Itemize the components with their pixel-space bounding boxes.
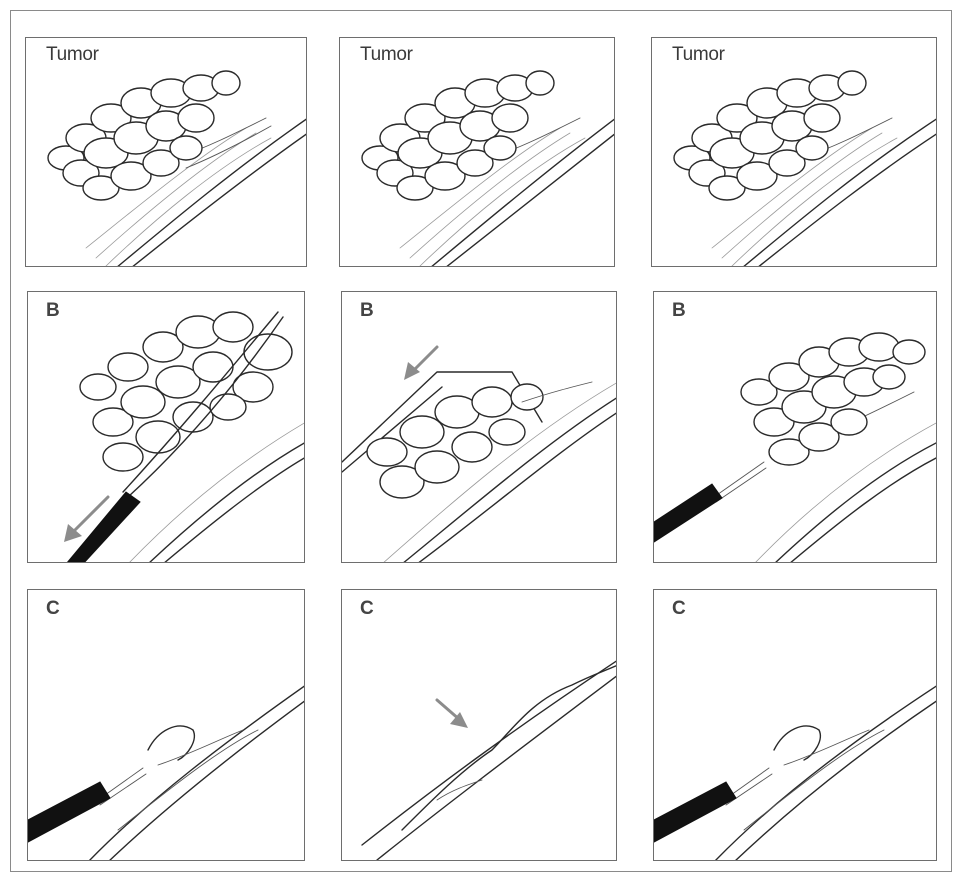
- panel-row2-col3: B: [653, 291, 937, 563]
- panel-label: C: [672, 598, 685, 620]
- figure-frame: Tumor: [10, 10, 952, 872]
- panel-row1-col3: Tumor: [651, 37, 937, 267]
- panel-label: B: [672, 300, 685, 322]
- panel-label: Tumor: [360, 44, 413, 66]
- panel-label: B: [46, 300, 59, 322]
- panel-row1-col2: Tumor: [339, 37, 615, 267]
- mucosa-drawing: [342, 590, 617, 861]
- panel-row3-col2: C: [341, 589, 617, 861]
- scar-probe-drawing: [654, 590, 937, 861]
- panel-row2-col2: B: [341, 291, 617, 563]
- panel-row1-col1: Tumor: [25, 37, 307, 267]
- scar-probe-drawing: [28, 590, 305, 861]
- panel-row3-col3: C: [653, 589, 937, 861]
- panel-label: C: [360, 598, 373, 620]
- panel-label: C: [46, 598, 59, 620]
- cap-resection-drawing: [342, 292, 617, 563]
- tumor-drawing: [340, 38, 615, 267]
- tumor-drawing: [26, 38, 307, 267]
- panel-label: Tumor: [46, 44, 99, 66]
- snare-resection-drawing: [28, 292, 305, 563]
- panel-row3-col1: C: [27, 589, 305, 861]
- panel-label: Tumor: [672, 44, 725, 66]
- panel-label: B: [360, 300, 373, 322]
- panel-row2-col1: B: [27, 291, 305, 563]
- probe-resection-drawing: [654, 292, 937, 563]
- tumor-drawing: [652, 38, 937, 267]
